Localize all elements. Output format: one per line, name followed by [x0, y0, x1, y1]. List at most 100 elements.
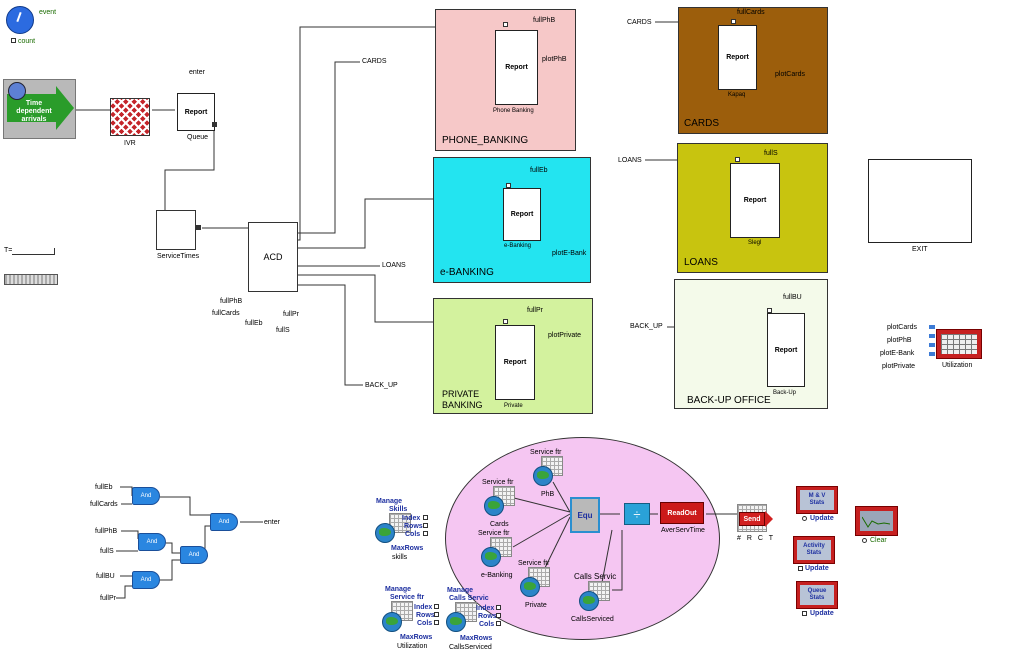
logic-output-enter: enter: [264, 519, 280, 526]
and-gate-3[interactable]: And: [132, 571, 160, 589]
e-banking-report[interactable]: Report: [503, 188, 541, 241]
cards-report[interactable]: Report: [718, 25, 757, 90]
service-sub-label: Utilization: [397, 643, 428, 650]
readout-block[interactable]: ReadOut: [660, 502, 704, 524]
private-banking-title-line2: BANKING: [442, 400, 483, 410]
divide-block[interactable]: ÷: [624, 503, 650, 525]
loans-title: LOANS: [684, 257, 718, 268]
globe-icon[interactable]: [481, 547, 501, 567]
queue-stats-update-check[interactable]: [802, 611, 807, 616]
equation-block[interactable]: Equ: [570, 497, 600, 533]
skills-cols-pin[interactable]: [423, 531, 428, 536]
arrivals-label: Time dependent arrivals: [16, 100, 52, 123]
globe-icon[interactable]: [484, 496, 504, 516]
calls-maxrows: MaxRows: [460, 635, 493, 642]
table-icon: [941, 334, 977, 354]
cards-report-label: Kapaq: [728, 92, 746, 98]
service-rows-pin[interactable]: [434, 612, 439, 617]
phone-banking-title: PHONE_BANKING: [442, 135, 529, 146]
globe-icon[interactable]: [375, 523, 395, 543]
calls-index-pin[interactable]: [496, 605, 501, 610]
equation-label: Equ: [577, 510, 593, 520]
event-counter-block[interactable]: [4, 4, 34, 40]
and-gate-5[interactable]: And: [210, 513, 238, 531]
queue-out-pin[interactable]: [212, 122, 217, 127]
acd-out-fulleb: fullEb: [245, 320, 263, 327]
private-banking-report[interactable]: Report: [495, 325, 535, 400]
service-times-label: ServiceTimes: [157, 253, 200, 260]
e-banking-in-pin[interactable]: [506, 183, 511, 188]
backup-input-label: BACK_UP: [630, 323, 663, 330]
loans-report[interactable]: Report: [730, 163, 780, 238]
calls-cols-pin[interactable]: [496, 621, 501, 626]
plot-input-ebank: plotE-Bank: [880, 350, 915, 357]
service-cols-pin[interactable]: [434, 620, 439, 625]
phone-banking-report[interactable]: Report: [495, 30, 538, 105]
utilization-plot-block[interactable]: [936, 329, 982, 359]
readout-label: ReadOut: [667, 509, 697, 517]
plot-pins: [929, 325, 935, 359]
and-gate-4[interactable]: And: [180, 546, 208, 564]
service-times-out-pin[interactable]: [196, 225, 201, 230]
skills-sub-label: skills: [392, 554, 408, 561]
manage-service-title: Manage: [385, 586, 412, 593]
back-up-report-label: Back-Up: [773, 390, 797, 396]
timer-slider[interactable]: [12, 248, 55, 255]
phone-banking-in-pin[interactable]: [503, 22, 508, 27]
acd-out-fullcards: fullCards: [212, 310, 240, 317]
clock-icon: [6, 6, 34, 34]
phone-banking-report-label: Phone Banking: [493, 108, 534, 114]
skills-rows-pin[interactable]: [423, 523, 428, 528]
readout-sub: AverServTime: [661, 527, 705, 534]
plot-input-private: plotPrivate: [882, 363, 916, 370]
skills-maxrows: MaxRows: [391, 545, 424, 552]
count-label: count: [18, 38, 36, 45]
activity-stats-update-check[interactable]: [798, 566, 803, 571]
globe-icon[interactable]: [533, 466, 553, 486]
private-banking-title: PRIVATE BANKING: [442, 389, 483, 411]
ivr-block[interactable]: [110, 98, 150, 136]
globe-icon[interactable]: [446, 612, 466, 632]
count-checkbox[interactable]: [11, 38, 16, 43]
manage-calls-title: Manage: [447, 587, 474, 594]
back-up-in-pin[interactable]: [767, 308, 772, 313]
service-index-pin[interactable]: [434, 604, 439, 609]
logic-input-fullbu: fullBU: [96, 573, 115, 580]
arrivals-generator[interactable]: Time dependent arrivals: [3, 79, 76, 139]
event-label: event: [39, 9, 57, 16]
e-banking-full: fullEb: [530, 167, 548, 174]
globe-icon[interactable]: [382, 612, 402, 632]
send-button[interactable]: Send: [739, 512, 765, 526]
mv-stats-update-radio[interactable]: [802, 516, 807, 521]
service-phb-sub: PhB: [541, 491, 555, 498]
loans-report-label: Slegl: [748, 240, 762, 246]
and-gate-2[interactable]: And: [138, 533, 166, 551]
private-banking-in-pin[interactable]: [503, 319, 508, 324]
service-times-block[interactable]: [156, 210, 196, 250]
manage-calls-title2: Calls Servic: [449, 595, 489, 602]
back-up-report[interactable]: Report: [767, 313, 805, 387]
back-up-full: fullBU: [783, 294, 802, 301]
logic-input-fulls: fullS: [100, 548, 114, 555]
acd-block[interactable]: ACD: [248, 222, 298, 292]
manage-service-title2: Service ftr: [390, 594, 425, 601]
loans-in-pin[interactable]: [735, 157, 740, 162]
service-maxrows: MaxRows: [400, 634, 433, 641]
cards-in-pin[interactable]: [731, 19, 736, 24]
globe-icon[interactable]: [579, 591, 599, 611]
queue-report[interactable]: Report: [177, 93, 215, 131]
and-gate-1[interactable]: And: [132, 487, 160, 505]
logic-input-fullcards: fullCards: [90, 501, 118, 508]
queue-stats-line1: Queue: [807, 588, 827, 594]
exit-block[interactable]: [868, 159, 972, 243]
globe-icon[interactable]: [520, 577, 540, 597]
clear-plot-block[interactable]: [855, 506, 898, 536]
clear-radio[interactable]: [862, 538, 867, 543]
calls-rows-pin[interactable]: [496, 613, 501, 618]
skills-index-pin[interactable]: [423, 515, 428, 520]
skills-field-rows: Rows: [404, 523, 423, 530]
send-label: Send: [743, 515, 761, 523]
